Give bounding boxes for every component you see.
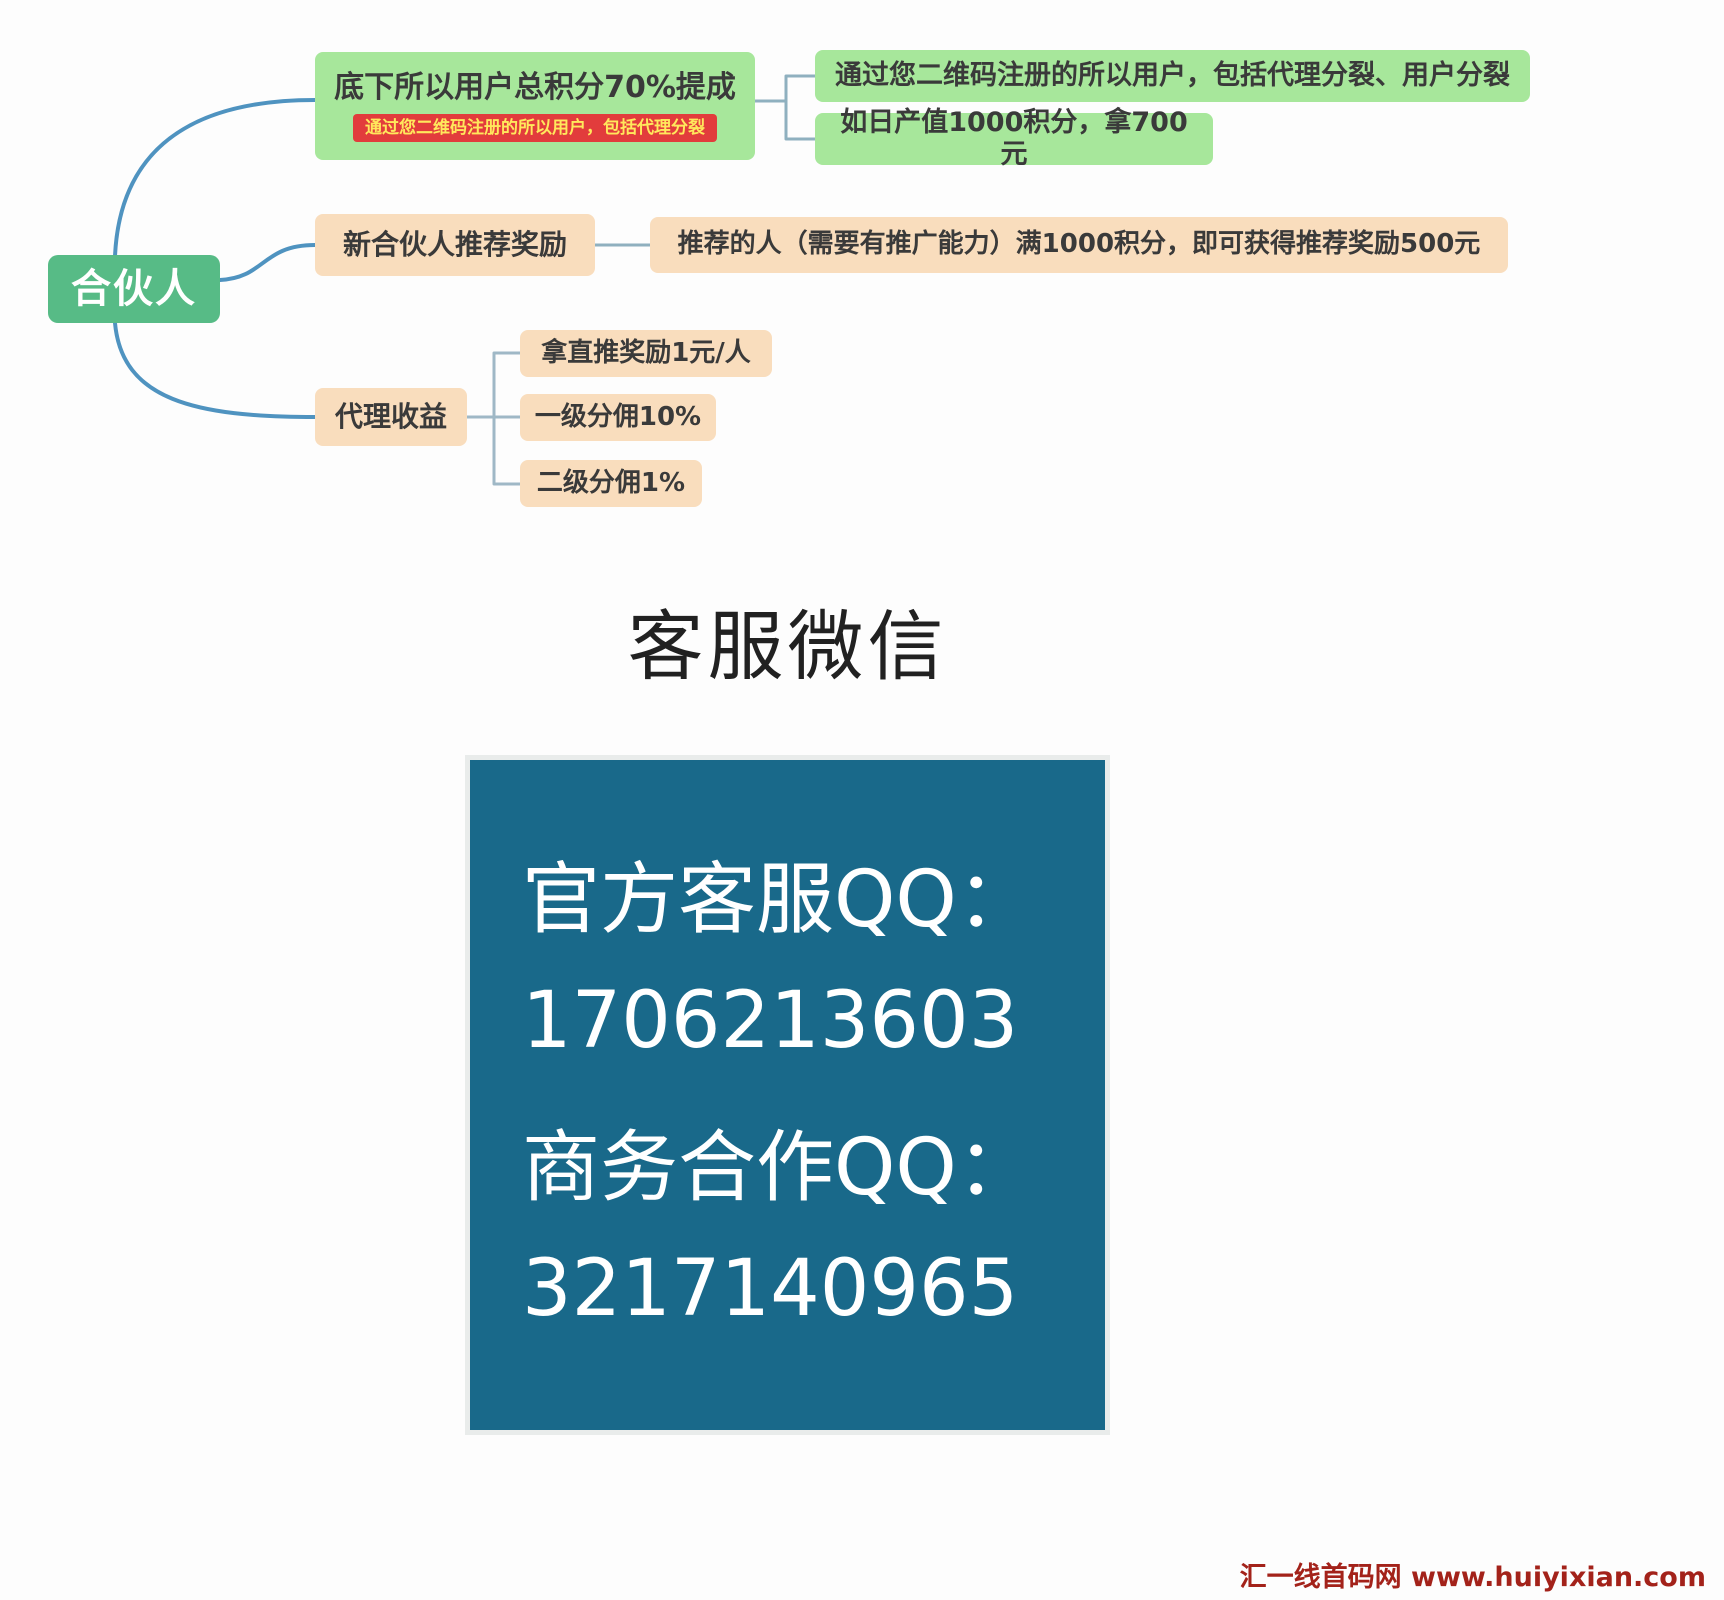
branch2-node: 新合伙人推荐奖励 — [315, 214, 595, 276]
connector-branch1-bracket — [753, 74, 817, 141]
connector-branch3-bracket — [465, 351, 522, 486]
branch2-leaf-1: 推荐的人（需要有推广能力）满1000积分，即可获得推荐奖励500元 — [650, 217, 1508, 273]
branch3-label: 代理收益 — [334, 400, 447, 434]
watermark: 汇一线首码网 www.huiyixian.com — [1239, 1562, 1706, 1593]
root-label: 合伙人 — [71, 266, 197, 312]
branch3-leaf-1-label: 拿直推奖励1元/人 — [541, 337, 751, 368]
branch1-label: 底下所以用户总积分70%提成 — [334, 69, 736, 105]
branch3-leaf-2-label: 一级分佣10% — [534, 401, 702, 432]
branch2-leaf-1-label: 推荐的人（需要有推广能力）满1000积分，即可获得推荐奖励500元 — [677, 229, 1481, 260]
official-qq-number: 1706213603 — [522, 975, 1019, 1066]
branch3-leaf-3-label: 二级分佣1% — [536, 467, 686, 498]
branch1-leaf-2: 如日产值1000积分，拿700元 — [815, 107, 1213, 170]
connector-root-branch1 — [113, 98, 317, 258]
branch2-label: 新合伙人推荐奖励 — [342, 228, 567, 262]
branch1-leaf-1-label: 通过您二维码注册的所以用户，包括代理分裂、用户分裂 — [835, 59, 1510, 91]
business-qq-label: 商务合作QQ： — [522, 1123, 1035, 1213]
branch3-leaf-2: 一级分佣10% — [520, 394, 716, 441]
branch1-leaf-1: 通过您二维码注册的所以用户，包括代理分裂、用户分裂 — [815, 50, 1530, 102]
branch3-leaf-3: 二级分佣1% — [520, 460, 702, 507]
branch1-node: 底下所以用户总积分70%提成 通过您二维码注册的所以用户，包括代理分裂 — [315, 52, 755, 160]
connector-root-branch3 — [113, 321, 317, 419]
business-qq-number: 3217140965 — [522, 1244, 1019, 1335]
mindmap-root-node: 合伙人 — [48, 255, 220, 323]
branch3-node: 代理收益 — [315, 388, 467, 446]
branch3-leaf-1: 拿直推奖励1元/人 — [520, 330, 772, 377]
connector-root-branch2 — [218, 243, 317, 282]
contact-panel: 官方客服QQ： 1706213603 商务合作QQ： 3217140965 — [465, 755, 1110, 1435]
official-qq-label: 官方客服QQ： — [522, 854, 1035, 945]
branch1-red-tag: 通过您二维码注册的所以用户，包括代理分裂 — [353, 113, 717, 143]
branch1-leaf-2-label: 如日产值1000积分，拿700元 — [840, 106, 1188, 170]
section-title: 客服微信 — [627, 602, 948, 691]
